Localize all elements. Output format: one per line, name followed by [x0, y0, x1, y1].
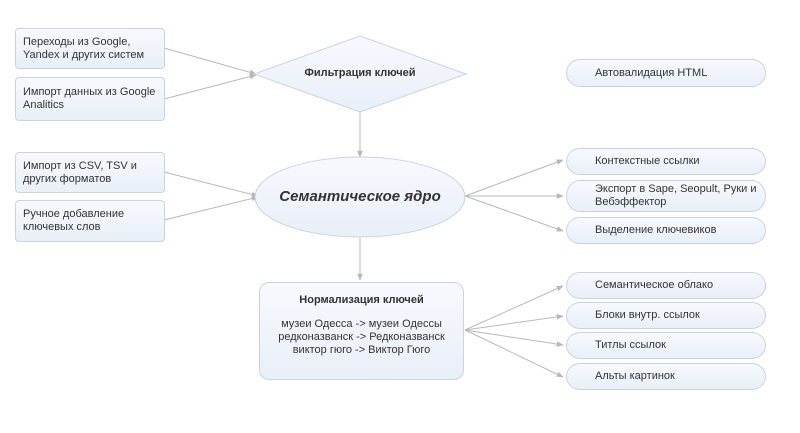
output-highlight-keywords: Выделение ключевиков: [566, 217, 766, 244]
source-google-transitions: Переходы из Google, Yandex и других сист…: [15, 28, 165, 69]
output-link-titles-label: Титлы ссылок: [595, 339, 666, 351]
arrow-norm-to-blocks: [464, 314, 564, 331]
arrow-norm-to-alts: [464, 329, 564, 378]
output-autovalidation-label: Автовалидация HTML: [595, 66, 708, 79]
normalization-example: редконазванск -> Редконазванск: [278, 331, 445, 343]
source-google-transitions-label: Переходы из Google, Yandex и других сист…: [23, 35, 145, 61]
output-semantic-cloud-label: Семантическое облако: [595, 279, 714, 291]
normalization-example: музеи Одесса -> музеи Одессы: [281, 318, 442, 330]
output-internal-link-blocks-label: Блоки внутр. ссылок: [595, 309, 700, 321]
output-semantic-cloud: Семантическое облако: [566, 272, 766, 299]
source-analytics-import: Импорт данных из Google Analitics: [15, 77, 165, 121]
normalization-example: виктор гюго -> Виктор Гюго: [292, 344, 431, 356]
arrow-norm-to-titles: [464, 329, 564, 347]
arrow-core-to-context-links: [464, 159, 564, 197]
output-image-alts: Альты картинок: [566, 363, 766, 390]
source-analytics-import-label: Импорт данных из Google Analitics: [23, 86, 156, 111]
core-label: Семантическое ядро: [279, 188, 441, 205]
arrow-google-to-filter: [163, 47, 257, 75]
output-link-titles: Титлы ссылок: [566, 332, 766, 359]
source-csv-import: Импорт из CSV, TSV и других форматов: [15, 152, 165, 193]
filter-diamond: [252, 35, 468, 113]
filter-label: Фильтрация ключей: [304, 67, 416, 79]
output-highlight-keywords-label: Выделение ключевиков: [595, 224, 717, 236]
arrow-manual-to-core: [163, 195, 259, 221]
arrow-csv-to-core: [163, 171, 259, 198]
output-context-links: Контекстные ссылки: [566, 148, 766, 175]
output-image-alts-label: Альты картинок: [595, 370, 675, 382]
output-export: Экспорт в Sape, Seopult, Руки и Вебэффек…: [566, 180, 766, 212]
normalization-title: Нормализация ключей: [299, 294, 424, 306]
arrow-core-to-highlight: [464, 195, 564, 232]
source-manual-add: Ручное добавление ключевых слов: [15, 200, 165, 242]
core-ellipse: [254, 156, 466, 238]
output-internal-link-blocks: Блоки внутр. ссылок: [566, 302, 766, 329]
source-csv-import-label: Импорт из CSV, TSV и других форматов: [23, 159, 137, 185]
output-context-links-label: Контекстные ссылки: [595, 155, 700, 167]
output-export-label: Экспорт в Sape, Seopult, Руки и Вебэффек…: [595, 183, 757, 208]
arrow-norm-to-cloud: [464, 285, 564, 331]
output-autovalidation: Автовалидация HTML: [566, 59, 766, 87]
arrow-analytics-to-filter: [163, 73, 257, 100]
normalization-box: Нормализация ключей музеи Одесса -> музе…: [259, 282, 464, 380]
source-manual-add-label: Ручное добавление ключевых слов: [23, 208, 125, 233]
